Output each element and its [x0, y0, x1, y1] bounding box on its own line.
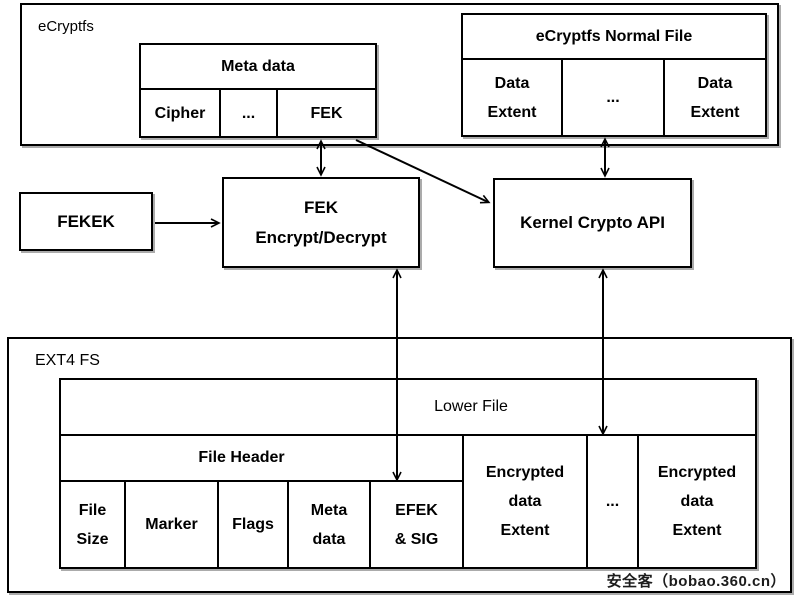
meta-data-table: Meta data Cipher ... FEK: [139, 43, 377, 138]
fekek-box: FEKEK: [19, 192, 153, 251]
encrypted-data-extent-cell-2: Encrypted data Extent: [657, 464, 737, 539]
lower-file-body: File Header File Size Marker Flags Meta …: [61, 436, 755, 567]
ext4-fs-label: EXT4 FS: [35, 352, 100, 369]
data-extent-ellipsis-cell: ...: [563, 60, 665, 135]
ecryptfs-label: eCryptfs: [38, 18, 94, 35]
meta-data-table-row: Cipher ... FEK: [141, 90, 375, 136]
watermark-text: 安全客（bobao.360.cn）: [606, 573, 786, 590]
file-header-cells: File Size Marker Flags Meta data EFEK & …: [61, 482, 462, 567]
normal-file-table-header: eCryptfs Normal File: [463, 15, 765, 60]
fek-encrypt-decrypt-box: FEK Encrypt/Decrypt: [222, 177, 420, 268]
cell-marker: Marker: [126, 482, 219, 567]
meta-cell-ellipsis: ...: [221, 90, 278, 136]
meta-data-table-header: Meta data: [141, 45, 375, 90]
file-header-section: File Header File Size Marker Flags Meta …: [61, 436, 464, 567]
encrypted-extents-section: Encrypted data Extent ... Encrypted data…: [464, 436, 755, 567]
cell-flags: Flags: [219, 482, 289, 567]
meta-cell-fek: FEK: [310, 104, 343, 122]
kernel-crypto-api-box: Kernel Crypto API: [493, 178, 692, 268]
lower-file-table: Lower File File Header File Size Marker …: [59, 378, 757, 569]
file-header-title: File Header: [61, 436, 462, 482]
cell-file-size: File Size: [61, 482, 126, 567]
normal-file-table: eCryptfs Normal File Data Extent ... Dat…: [461, 13, 767, 137]
data-extent-cell-1: Data Extent: [463, 60, 563, 135]
encrypted-extent-ellipsis-cell: ...: [588, 436, 639, 567]
lower-file-title: Lower File: [61, 380, 755, 436]
cell-efek-sig: EFEK & SIG: [394, 501, 439, 548]
cell-meta-data: Meta data: [289, 482, 371, 567]
encrypted-data-extent-cell-1: Encrypted data Extent: [464, 436, 588, 567]
meta-cell-cipher: Cipher: [141, 90, 221, 136]
data-extent-cell-2: Data Extent: [690, 74, 740, 121]
normal-file-table-row: Data Extent ... Data Extent: [463, 60, 765, 135]
